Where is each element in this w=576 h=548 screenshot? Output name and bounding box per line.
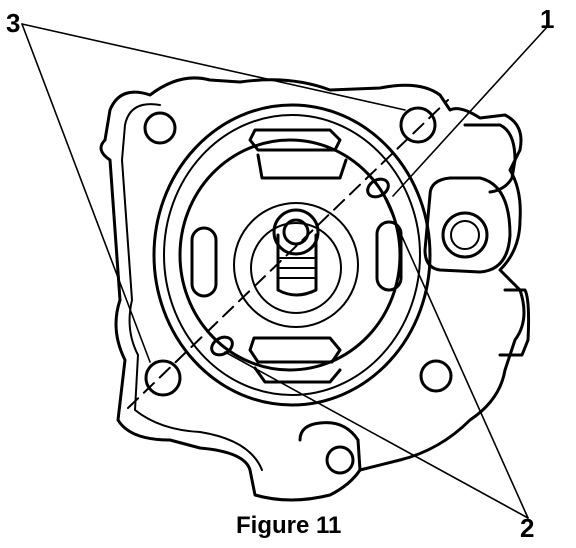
cam-lobe-bottom: [248, 336, 342, 364]
cam-lobe-top-pocket: [256, 153, 348, 180]
shaft-splines: [279, 257, 315, 279]
cam-lobe-top: [248, 128, 342, 152]
cam-ring-outer: [152, 103, 432, 407]
bolt-hole-top-right: [399, 106, 437, 144]
dowel-pin-upper: [366, 177, 390, 199]
right-boss-hole-inner: [450, 220, 480, 250]
alignment-centerline: [127, 99, 449, 409]
shaft-boss: [233, 202, 359, 328]
shaft-top: [272, 208, 320, 256]
bolt-hole-bottom-left: [144, 359, 182, 397]
port-left: [190, 226, 218, 298]
port-right: [375, 220, 403, 292]
cam-ring-middle: [163, 114, 421, 396]
callout-3: 3: [6, 8, 21, 38]
right-boss-outline: [423, 176, 512, 274]
shaft-boss-inner: [250, 222, 342, 314]
housing-inner-outline: [121, 103, 263, 471]
bolt-hole-top-left: [143, 111, 177, 145]
bottom-tab-hole: [325, 445, 355, 475]
bolt-hole-bottom-right: [419, 359, 453, 393]
bottom-tab: [298, 421, 362, 472]
shaft-top-inner: [282, 218, 310, 246]
rotor-body: [178, 138, 402, 372]
right-lower-bracket: [498, 288, 531, 357]
leader-lines: [21, 23, 549, 519]
callout-1: 1: [540, 4, 555, 34]
drive-shaft: [276, 233, 318, 297]
right-boss-hole: [441, 211, 489, 259]
callout-2: 2: [520, 513, 535, 543]
housing-outline: [99, 76, 526, 502]
figure-caption: Figure 11: [236, 512, 342, 539]
cam-lobe-bottom-pocket: [253, 366, 342, 384]
